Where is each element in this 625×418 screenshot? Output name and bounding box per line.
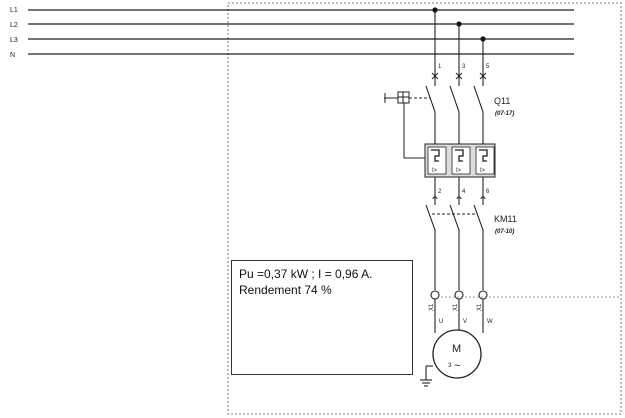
x1-label-w: X1 xyxy=(477,303,483,311)
trip-units: I> I> I> xyxy=(424,143,496,178)
phase-w: W xyxy=(487,319,493,325)
motor-efficiency-text: Rendement 74 % xyxy=(239,283,332,297)
motor-phase-count: 3 xyxy=(448,363,452,369)
q11-term-2: 2 xyxy=(438,189,442,195)
q11-term-3: 3 xyxy=(462,64,466,70)
contactor-contacts xyxy=(425,204,484,290)
line-label-l2: L2 xyxy=(10,22,18,29)
trip-label-1: I> xyxy=(432,168,438,174)
dashed-frame xyxy=(227,2,622,415)
q11-term-6: 6 xyxy=(486,189,490,195)
trip-label-2: I> xyxy=(456,168,462,174)
ground-icon xyxy=(420,365,433,387)
line-label-l3: L3 xyxy=(10,37,18,44)
breaker-bottom-markers xyxy=(432,196,486,200)
supply-lines: L1 L2 L3 N xyxy=(10,7,574,59)
terminal-block: X1 X1 X1 U V W xyxy=(429,290,621,333)
q11-term-1: 1 xyxy=(438,64,442,70)
feeders xyxy=(434,10,484,80)
q11-ref: (07-17) xyxy=(495,111,514,117)
phase-v: V xyxy=(463,319,467,325)
breaker-top-markers xyxy=(431,72,487,80)
q11-term-4: 4 xyxy=(462,189,466,195)
motor-info-box: Pu =0,37 kW ; I = 0,96 A. Rendement 74 % xyxy=(231,260,413,375)
mid-conductors xyxy=(434,177,484,205)
motor-power-text: Pu =0,37 kW ; I = 0,96 A. xyxy=(239,267,373,281)
q11-term-5: 5 xyxy=(486,64,490,70)
motor-ac-symbol: ~ xyxy=(454,360,460,372)
motor-m: M xyxy=(452,343,461,355)
km11-label: KM11 xyxy=(494,214,517,224)
phase-u: U xyxy=(439,319,443,325)
line-label-n: N xyxy=(10,52,15,59)
breaker-handle xyxy=(384,91,430,159)
x1-label-v: X1 xyxy=(453,303,459,311)
x1-label-u: X1 xyxy=(429,303,435,311)
km11-ref: (07-10) xyxy=(495,229,514,235)
motor-circle xyxy=(432,329,482,379)
line-label-l1: L1 xyxy=(10,7,18,14)
motor: M 3 ~ xyxy=(432,329,482,379)
q11-label: Q11 xyxy=(494,96,510,106)
breaker-contacts xyxy=(425,80,484,144)
trip-label-3: I> xyxy=(480,168,486,174)
